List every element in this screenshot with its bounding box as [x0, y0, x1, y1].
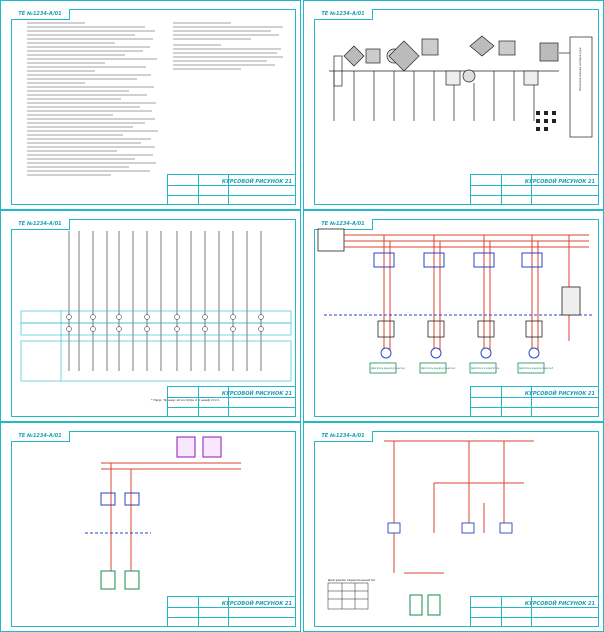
- text-lines-left: [27, 22, 158, 176]
- drawing-sheet-power: TE №1234-A/01 Двигатель ре: [303, 210, 604, 422]
- drawing-code: КУРСОВОЙ РИСУНОК 21: [221, 391, 292, 397]
- motor-label-3: Двигатель эл.двигатель: [471, 367, 500, 370]
- sheet-corner-code: TE №1234-A/01: [11, 219, 70, 230]
- drawing-sheet-wiring: TE №1234-A/01 * Напр. Тренер: к0 из 4: [0, 210, 301, 422]
- title-block: КУРСОВОЙ РИСУНОК 21: [167, 386, 296, 417]
- sheet-corner-code: TE №1234-A/01: [11, 9, 70, 20]
- drawing-sheet-simple: TE №1234-A/01 КУРСОВОЙ РИСУНОК 21: [0, 422, 301, 632]
- title-block: КУРСОВОЙ РИСУНОК 21: [470, 174, 599, 205]
- motor-label-4: Двигатель рециркуляции №3: [519, 367, 554, 370]
- process-diagram: Электрическая аппаратура: [329, 35, 593, 138]
- sheet-frame: [11, 431, 296, 627]
- equipment-box-label: Электрическая аппаратура: [578, 47, 582, 91]
- simple-diagram: [85, 436, 241, 590]
- title-block: КУРСОВОЙ РИСУНОК 21: [167, 596, 296, 627]
- drawing-sheet-text: TE №1234-A/01: [0, 0, 301, 210]
- title-block: КУРСОВОЙ РИСУНОК 21: [470, 596, 599, 627]
- sheet-frame: [11, 219, 296, 417]
- sheet-corner-code: TE №1234-A/01: [314, 431, 373, 442]
- motor-label-1: Двигатель рециркуляции №1: [371, 367, 406, 370]
- wiring-diagram: * Напр. Тренер: к0 из 4(4)а cl 1 шкаф эт…: [20, 231, 292, 402]
- drawing-code: КУРСОВОЙ РИСУНОК 21: [524, 179, 595, 185]
- sheet-corner-code: TE №1234-A/01: [11, 431, 70, 442]
- motor-label-2: Двигатель рециркуляции №2: [421, 367, 456, 370]
- sheet-frame: [314, 9, 599, 205]
- drawing-code: КУРСОВОЙ РИСУНОК 21: [524, 391, 595, 397]
- sheet-frame: [314, 431, 599, 627]
- drawing-sheet-control: TE №1234-A/01 Диаграмма переключений SA …: [303, 422, 604, 632]
- power-diagram: Двигатель рециркуляции №1 Двигатель реци…: [317, 228, 594, 374]
- text-lines-right: [173, 22, 283, 70]
- title-block: КУРСОВОЙ РИСУНОК 21: [167, 174, 296, 205]
- sheet-frame: [314, 219, 599, 417]
- sheet-corner-code: TE №1234-A/01: [314, 9, 373, 20]
- sheet-frame: [11, 9, 296, 205]
- title-block: КУРСОВОЙ РИСУНОК 21: [470, 386, 599, 417]
- drawing-code: КУРСОВОЙ РИСУНОК 21: [221, 179, 292, 185]
- drawing-code: КУРСОВОЙ РИСУНОК 21: [221, 601, 292, 607]
- drawing-code: КУРСОВОЙ РИСУНОК 21: [524, 601, 595, 607]
- wiring-note: * Напр. Тренер: к0 из 4(4)а cl 1 шкаф эт…: [151, 398, 220, 402]
- control-diagram: Диаграмма переключений SA: [327, 440, 534, 616]
- drawing-sheet-process: TE №1234-A/01: [303, 0, 604, 210]
- switch-diagram-title: Диаграмма переключений SA: [328, 578, 376, 582]
